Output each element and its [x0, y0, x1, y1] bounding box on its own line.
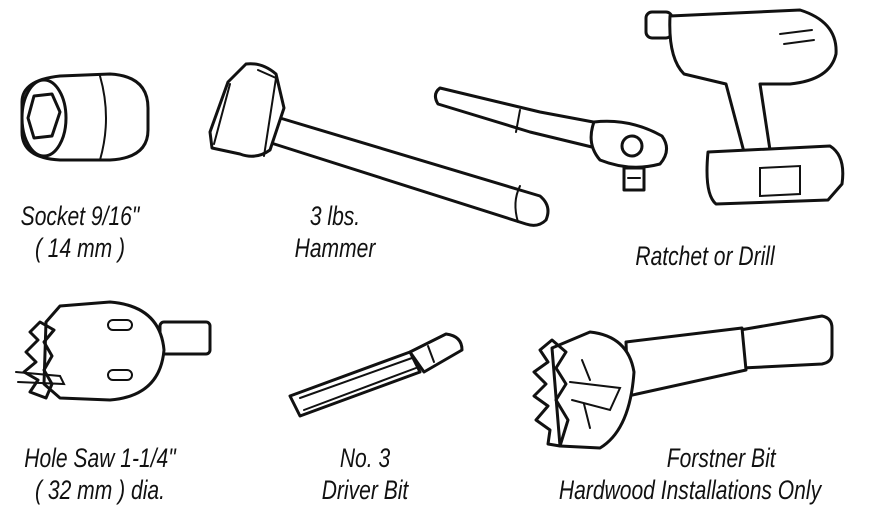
label-socket-line2: ( 14 mm ) — [34, 233, 126, 263]
hammer-icon — [208, 62, 550, 227]
label-hammer-line1: 3 lbs. — [309, 201, 361, 231]
ratchet-icon — [433, 86, 668, 192]
label-forstner: Forstner Bit Hardwood Installations Only — [557, 442, 822, 506]
drill-icon — [644, 8, 845, 206]
label-driver-bit-line1: No. 3 — [339, 443, 391, 473]
driver-bit-icon — [288, 332, 464, 418]
label-socket-line1: Socket 9/16" — [20, 201, 140, 231]
label-hole-saw-line2: ( 32 mm ) dia. — [35, 475, 165, 505]
label-hammer: 3 lbs. Hammer — [269, 200, 402, 264]
label-hammer-line2: Hammer — [294, 233, 376, 263]
label-forstner-line2: Hardwood Installations Only — [558, 475, 822, 505]
label-hole-saw-line1: Hole Saw 1-1/4" — [24, 443, 176, 473]
label-driver-bit-line2: Driver Bit — [321, 475, 409, 505]
label-hole-saw: Hole Saw 1-1/4" ( 32 mm ) dia. — [22, 442, 178, 506]
forstner-bit-icon — [532, 314, 834, 450]
label-forstner-line1: Forstner Bit — [666, 443, 776, 473]
socket-icon — [20, 72, 150, 162]
label-ratchet: Ratchet or Drill — [615, 240, 794, 272]
hole-saw-icon — [15, 300, 212, 402]
label-socket: Socket 9/16" ( 14 mm ) — [18, 200, 143, 264]
label-ratchet-line1: Ratchet or Drill — [635, 241, 775, 271]
label-driver-bit: No. 3 Driver Bit — [307, 442, 424, 506]
